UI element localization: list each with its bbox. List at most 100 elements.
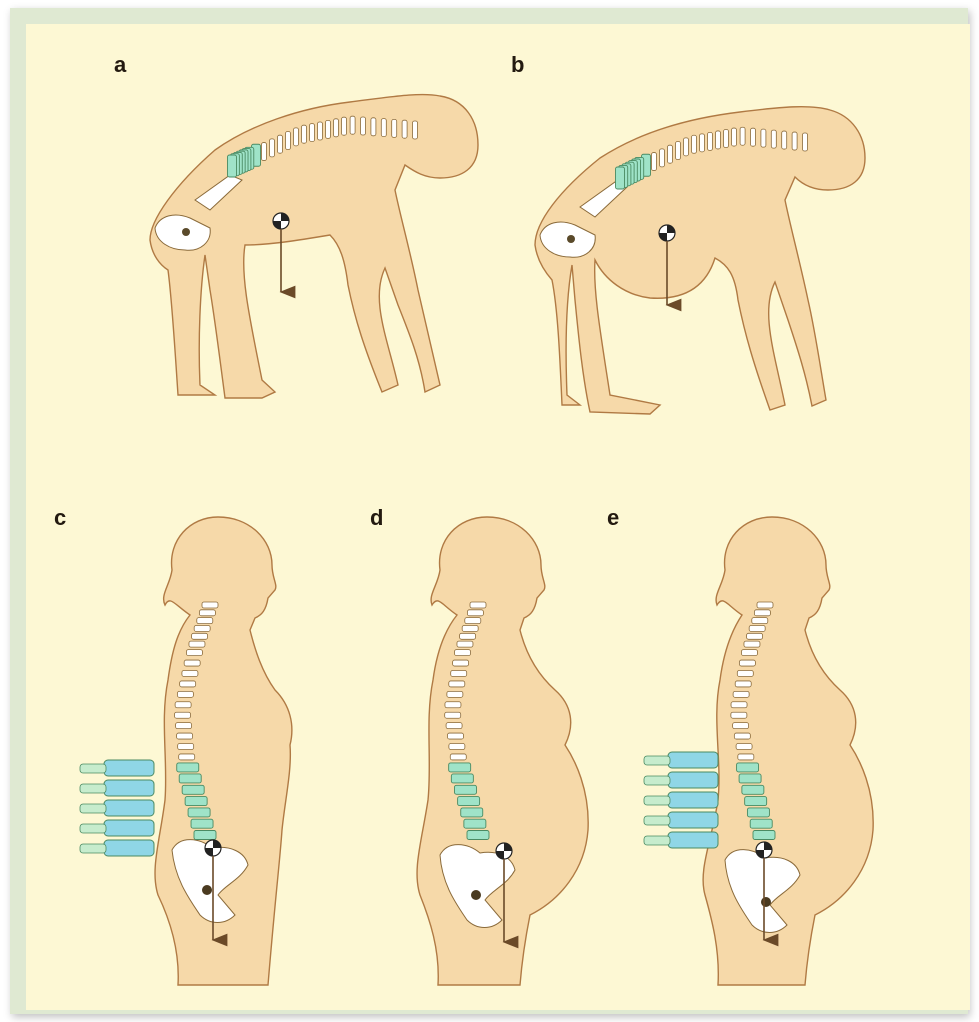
lumbar-vertebra — [185, 797, 207, 806]
vertebra — [177, 691, 193, 697]
panel-e-vertebra-closeup — [644, 752, 718, 848]
vertebra — [175, 702, 191, 708]
closeup-spinous-process — [644, 796, 670, 805]
vertebra — [294, 128, 299, 146]
vertebra — [447, 691, 463, 697]
vertebra — [733, 723, 749, 729]
vertebra — [740, 127, 745, 145]
panel-label-a: a — [114, 54, 126, 76]
vertebra — [747, 633, 763, 639]
vertebra — [741, 650, 757, 656]
vertebra — [179, 754, 195, 760]
vertebra — [413, 121, 418, 139]
vertebra — [371, 118, 376, 136]
vertebra — [467, 610, 483, 616]
panel-c-vertebra-closeup — [80, 760, 154, 856]
vertebra — [754, 610, 770, 616]
vertebra — [450, 754, 466, 760]
closeup-vertebra — [104, 840, 154, 856]
vertebra — [262, 143, 267, 161]
vertebra — [744, 641, 760, 647]
vertebra — [700, 134, 705, 152]
lumbar-vertebra — [451, 774, 473, 783]
vertebra — [752, 618, 768, 624]
lumbar-vertebra — [745, 797, 767, 806]
vertebra — [451, 670, 467, 676]
vertebra — [757, 602, 773, 608]
vertebra — [392, 119, 397, 137]
closeup-spinous-process — [644, 816, 670, 825]
lumbar-vertebra — [177, 763, 199, 772]
vertebra — [302, 125, 307, 143]
vertebra — [652, 153, 657, 171]
vertebra — [771, 130, 776, 148]
vertebra — [381, 119, 386, 137]
vertebra — [465, 618, 481, 624]
vertebra — [270, 139, 275, 157]
vertebra — [761, 129, 766, 147]
lumbar-vertebra — [228, 155, 237, 177]
vertebra — [453, 660, 469, 666]
closeup-spinous-process — [80, 824, 106, 833]
panel-c-figure — [155, 517, 292, 985]
vertebra — [735, 681, 751, 687]
lumbar-vertebra — [449, 763, 471, 772]
lumbar-vertebra — [464, 819, 486, 828]
vertebra — [186, 650, 202, 656]
panel-e-figure — [703, 517, 873, 985]
panel-label-e: e — [607, 507, 619, 529]
vertebra — [449, 681, 465, 687]
closeup-vertebra — [104, 780, 154, 796]
lumbar-vertebra — [182, 785, 204, 794]
vertebra — [737, 670, 753, 676]
vertebra — [738, 754, 754, 760]
vertebra — [334, 119, 339, 137]
vertebra — [470, 602, 486, 608]
vertebra — [318, 122, 323, 140]
closeup-spinous-process — [644, 836, 670, 845]
closeup-spinous-process — [644, 776, 670, 785]
vertebra — [189, 641, 205, 647]
vertebra — [739, 660, 755, 666]
lumbar-vertebra — [179, 774, 201, 783]
panel-label-b: b — [511, 54, 524, 76]
closeup-vertebra — [668, 812, 718, 828]
vertebra — [194, 625, 210, 631]
vertebra — [176, 723, 192, 729]
vertebra — [447, 733, 463, 739]
vertebra — [749, 625, 765, 631]
closeup-spinous-process — [80, 764, 106, 773]
vertebra — [455, 650, 471, 656]
vertebra — [199, 610, 215, 616]
panel-label-d: d — [370, 507, 383, 529]
vertebra — [462, 625, 478, 631]
vertebra — [731, 712, 747, 718]
closeup-vertebra — [668, 752, 718, 768]
vertebra — [446, 723, 462, 729]
closeup-spinous-process — [80, 804, 106, 813]
lumbar-vertebra — [461, 808, 483, 817]
vertebra — [445, 712, 461, 718]
vertebra — [692, 135, 697, 153]
vertebra — [736, 744, 752, 750]
lumbar-vertebra — [739, 774, 761, 783]
closeup-vertebra — [668, 832, 718, 848]
vertebra — [178, 744, 194, 750]
vertebra — [180, 681, 196, 687]
vertebra — [182, 670, 198, 676]
panel-d-figure — [417, 517, 588, 985]
vertebra — [733, 691, 749, 697]
vertebra — [457, 641, 473, 647]
vertebra — [445, 702, 461, 708]
vertebra — [449, 744, 465, 750]
closeup-vertebra — [104, 820, 154, 836]
vertebra — [286, 132, 291, 150]
vertebra — [803, 133, 808, 151]
panel-b-figure — [535, 107, 865, 414]
lumbar-vertebra — [750, 819, 772, 828]
vertebra — [734, 733, 750, 739]
panel-a-center-of-mass — [273, 213, 289, 292]
vertebra — [175, 712, 191, 718]
vertebra — [751, 128, 756, 146]
